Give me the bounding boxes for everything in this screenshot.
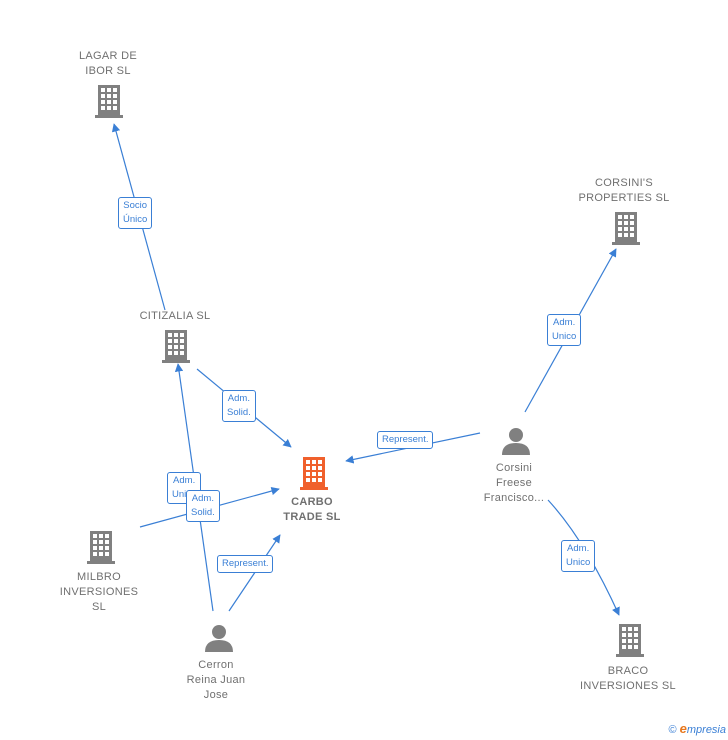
edges [111, 123, 620, 616]
corsinis-building-icon[interactable] [612, 212, 640, 245]
node-label-cerron[interactable]: Cerron Reina Juan Jose [166, 658, 266, 703]
node-label-line: INVERSIONES [59, 586, 139, 598]
cerron-person-icon[interactable] [205, 625, 233, 652]
milbro-building-icon[interactable] [87, 531, 115, 564]
corsini-person-icon[interactable] [502, 428, 530, 455]
edge-label-line: Adm. [173, 475, 196, 486]
node-label-line: LAGAR DE [78, 50, 138, 62]
carbo-building-icon[interactable] [300, 457, 328, 490]
edge-label-line: Unico [172, 489, 197, 500]
node-label-corsini-person[interactable]: Corsini Freese Francisco... [464, 461, 564, 506]
node-label-line: Corsini [495, 462, 533, 474]
empresia-logo: © empresia [668, 721, 726, 736]
node-label-line: Francisco... [483, 492, 545, 504]
edge-cerron-carbo [228, 534, 281, 612]
edge-label-citizalia-adm-solid[interactable]: Adm. Solid. [222, 390, 256, 422]
node-label-line: INVERSIONES SL [580, 680, 676, 692]
edge-label-cerron-adm-solid[interactable]: Adm. Solid. [186, 490, 220, 522]
node-label-line: Cerron [198, 659, 234, 671]
edge-label-line: Único [123, 214, 148, 225]
node-label-corsinis[interactable]: CORSINI'S PROPERTIES SL [564, 176, 684, 206]
edge-label-adm-unico-braco[interactable]: Adm. Unico [561, 540, 596, 572]
edge-label-line: Adm. [227, 393, 250, 404]
citizalia-building-icon[interactable] [162, 330, 190, 363]
lagar-building-icon[interactable] [95, 85, 123, 118]
braco-building-icon[interactable] [616, 624, 644, 657]
node-label-line: IBOR SL [85, 65, 131, 77]
edge-label-cerron-represent[interactable]: Represent. [217, 555, 274, 573]
node-label-line: CARBO [291, 496, 333, 508]
edge-label-line: Solid. [227, 407, 251, 418]
node-label-line: Jose [203, 689, 229, 701]
brand-rest: mpresia [686, 724, 726, 736]
edge-label-socio-unico[interactable]: Socio Único [118, 197, 153, 229]
node-label-carbo[interactable]: CARBO TRADE SL [262, 495, 362, 525]
node-label-milbro[interactable]: MILBRO INVERSIONES SL [44, 570, 154, 615]
node-label-line: BRACO [607, 665, 649, 677]
node-label-line: TRADE SL [283, 511, 341, 523]
edge-label-line: Represent. [222, 558, 269, 569]
edge-label-line: Solid. [191, 507, 215, 518]
node-label-line: SL [91, 601, 107, 613]
node-label-line: CITIZALIA SL [139, 310, 211, 322]
edge-label-line: Adm. [567, 543, 590, 554]
edge-label-line: Adm. [191, 493, 214, 504]
node-label-lagar[interactable]: LAGAR DE IBOR SL [58, 49, 158, 79]
brand-e: e [679, 721, 687, 736]
node-label-line: MILBRO [77, 571, 121, 583]
edge-label-represent-corsini[interactable]: Represent. [377, 431, 434, 449]
edge-label-line: Socio [123, 200, 148, 211]
node-label-line: Freese [495, 477, 533, 489]
node-label-line: CORSINI'S [595, 177, 653, 189]
edge-label-line: Adm. [553, 317, 576, 328]
node-label-line: Reina Juan [186, 674, 246, 686]
edge-label-line: Unico [552, 331, 577, 342]
node-label-citizalia[interactable]: CITIZALIA SL [115, 309, 235, 324]
edge-label-adm-unico-properties[interactable]: Adm. Unico [547, 314, 582, 346]
edge-label-line: Represent. [382, 434, 429, 445]
node-label-braco[interactable]: BRACO INVERSIONES SL [568, 664, 688, 694]
edge-label-line: Unico [566, 557, 591, 568]
node-label-line: PROPERTIES SL [578, 192, 670, 204]
copyright-symbol: © [668, 724, 677, 736]
